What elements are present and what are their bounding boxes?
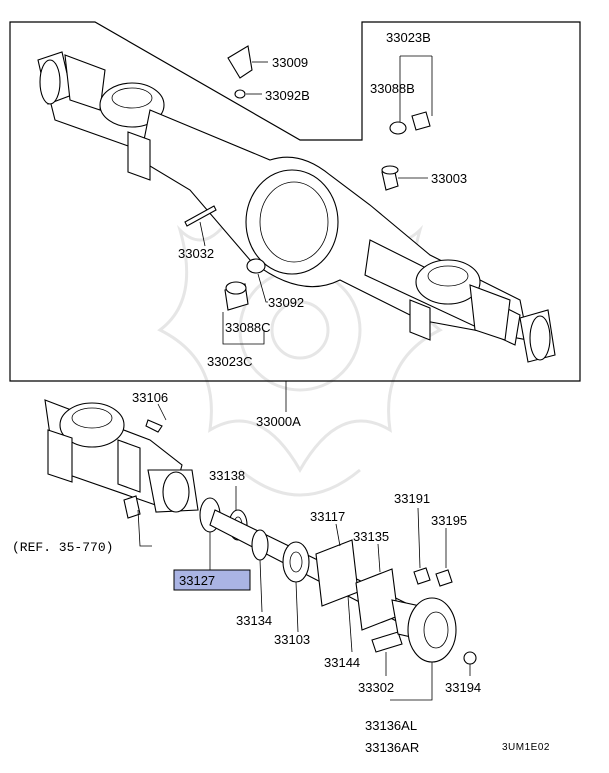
- highlight-33127[interactable]: [173, 569, 251, 591]
- part-label-33092B[interactable]: 33092B: [265, 88, 310, 103]
- axle-housing-frame: [9, 21, 581, 382]
- part-label-33127[interactable]: 33127: [179, 573, 215, 588]
- axle-housing: [37, 45, 556, 363]
- part-label-33138[interactable]: 33138: [209, 468, 245, 483]
- reference-label[interactable]: (REF. 35-770): [12, 540, 113, 555]
- part-label-33032[interactable]: 33032: [178, 246, 214, 261]
- part-label-33103[interactable]: 33103: [274, 632, 310, 647]
- part-label-33088C[interactable]: 33088C: [225, 320, 271, 335]
- part-label-33135[interactable]: 33135: [353, 529, 389, 544]
- part-label-33009[interactable]: 33009: [272, 55, 308, 70]
- part-label-33000A[interactable]: 33000A: [256, 414, 301, 429]
- part-label-33302[interactable]: 33302: [358, 680, 394, 695]
- part-label-33144[interactable]: 33144: [324, 655, 360, 670]
- part-label-33117[interactable]: 33117: [310, 509, 345, 524]
- axle-shaft-assembly: [44, 399, 477, 665]
- part-label-33191[interactable]: 33191: [394, 491, 430, 506]
- part-label-33194[interactable]: 33194: [445, 680, 481, 695]
- part-label-33134[interactable]: 33134: [236, 613, 272, 628]
- part-label-33195[interactable]: 33195: [431, 513, 467, 528]
- part-label-33106[interactable]: 33106: [132, 390, 168, 405]
- part-label-33136AR[interactable]: 33136AR: [365, 740, 419, 755]
- diagram-code: 3UM1E02: [502, 742, 550, 753]
- part-label-33088B[interactable]: 33088B: [370, 81, 415, 96]
- part-label-33023B[interactable]: 33023B: [386, 30, 431, 45]
- lower-leaders: [137, 403, 471, 701]
- upper-leaders: [199, 55, 433, 412]
- part-label-33136AL[interactable]: 33136AL: [365, 718, 417, 733]
- part-label-33092[interactable]: 33092: [268, 295, 304, 310]
- part-label-33003[interactable]: 33003: [431, 171, 467, 186]
- part-label-33023C[interactable]: 33023C: [207, 354, 253, 369]
